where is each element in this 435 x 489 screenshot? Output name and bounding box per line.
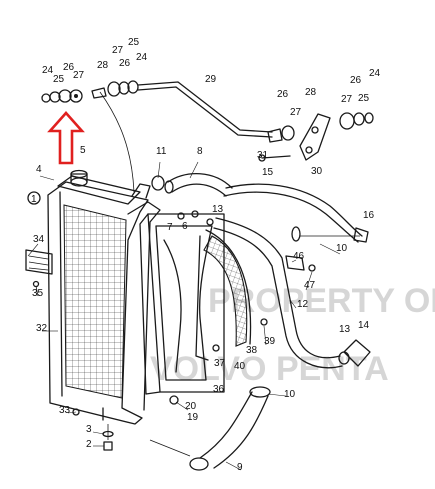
callout-39: 39 — [264, 336, 276, 347]
callout-8: 8 — [197, 146, 203, 157]
callout-28: 28 — [97, 60, 109, 71]
callout-26: 26 — [277, 89, 289, 100]
callout-26: 26 — [350, 75, 362, 86]
callout-27: 27 — [112, 45, 124, 56]
callout-35: 35 — [32, 288, 44, 299]
callout-30: 30 — [311, 166, 323, 177]
callout-15: 15 — [262, 167, 274, 178]
callout-13: 13 — [339, 324, 351, 335]
bypass-pipe — [223, 183, 369, 243]
callout-13: 13 — [212, 204, 224, 215]
callout-25: 25 — [128, 37, 140, 48]
callout-9: 9 — [237, 462, 243, 473]
callout-16: 16 — [363, 210, 375, 221]
bushing-set-middle — [91, 80, 139, 99]
callout-6: 6 — [182, 221, 188, 232]
callout-47: 47 — [304, 280, 316, 291]
callout-29: 29 — [205, 74, 217, 85]
callout-38: 38 — [246, 345, 258, 356]
fasteners — [32, 210, 316, 416]
stay-rod — [99, 81, 273, 193]
callout-27: 27 — [341, 94, 353, 105]
watermark-line2: VOLVO PENTA — [150, 350, 389, 388]
callout-10: 10 — [284, 389, 296, 400]
circled-marker-label: 1 — [31, 194, 37, 205]
callout-24: 24 — [136, 52, 148, 63]
callout-25: 25 — [358, 93, 370, 104]
bushing-set-left — [41, 89, 83, 103]
callout-24: 24 — [42, 65, 54, 76]
circled-marker: 1 — [27, 191, 41, 205]
callout-28: 28 — [305, 87, 317, 98]
callout-25: 25 — [53, 74, 65, 85]
callout-20: 20 — [185, 401, 197, 412]
callout-31: 31 — [257, 150, 269, 161]
callout-10: 10 — [336, 243, 348, 254]
callout-36: 36 — [213, 384, 225, 395]
callout-37: 37 — [214, 358, 226, 369]
callout-3: 3 — [86, 424, 92, 435]
grille-guard — [195, 229, 252, 361]
callout-12: 12 — [297, 299, 309, 310]
callout-2: 2 — [86, 439, 92, 450]
lower-hose — [149, 386, 271, 471]
callout-46: 46 — [293, 251, 305, 262]
hose-clamp-11 — [151, 175, 165, 191]
callout-19: 19 — [187, 412, 199, 423]
callout-7: 7 — [167, 222, 173, 233]
callout-4: 4 — [36, 164, 42, 175]
leader-lines — [27, 161, 341, 471]
callout-26: 26 — [119, 58, 131, 69]
callout-14: 14 — [358, 320, 370, 331]
callout-34: 34 — [33, 234, 45, 245]
callout-32: 32 — [36, 323, 48, 334]
callout-5: 5 — [80, 145, 86, 156]
callout-27: 27 — [73, 70, 85, 81]
elbow-fitting-14 — [338, 339, 371, 367]
callout-26: 26 — [63, 62, 75, 73]
callout-40: 40 — [234, 361, 246, 372]
callout-33: 33 — [59, 405, 71, 416]
upper-hose — [164, 172, 233, 197]
bracket-30 — [258, 112, 374, 162]
lower-pipe — [213, 217, 343, 369]
red-up-arrow — [47, 111, 85, 165]
callout-11: 11 — [156, 146, 167, 157]
callout-24: 24 — [369, 68, 381, 79]
watermark: PROPERTY OF VOLVO PENTA — [150, 282, 435, 388]
callout-27: 27 — [290, 107, 302, 118]
radiator — [25, 169, 161, 451]
fan-shroud — [139, 213, 225, 395]
